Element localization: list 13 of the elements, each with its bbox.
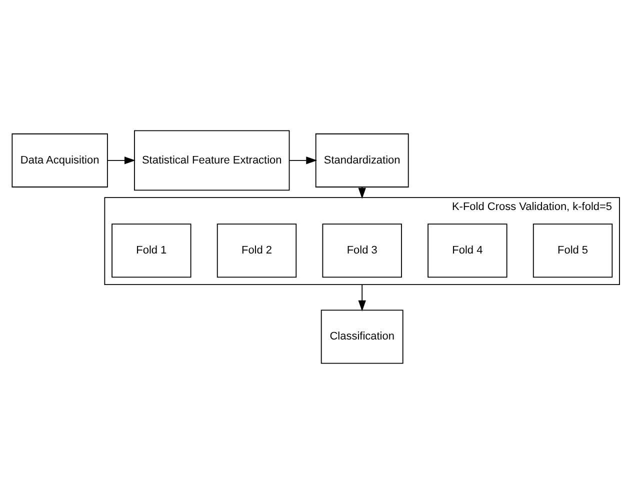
- arrow: [288, 156, 318, 164]
- node-box: Standardization: [315, 132, 409, 187]
- arrow: [107, 156, 136, 164]
- node-box: Fold 5: [532, 223, 613, 278]
- node-box: Data Acquisition: [12, 132, 108, 187]
- node-box: Fold 1: [112, 223, 192, 278]
- node-box: Statistical Feature Extraction: [134, 130, 290, 190]
- arrow: [358, 186, 366, 198]
- node-box: Fold 2: [216, 223, 297, 278]
- node-box: Fold 3: [322, 223, 402, 278]
- arrow: [358, 284, 366, 311]
- node-box: Fold 4: [428, 223, 508, 278]
- node-box: Classification: [320, 309, 404, 364]
